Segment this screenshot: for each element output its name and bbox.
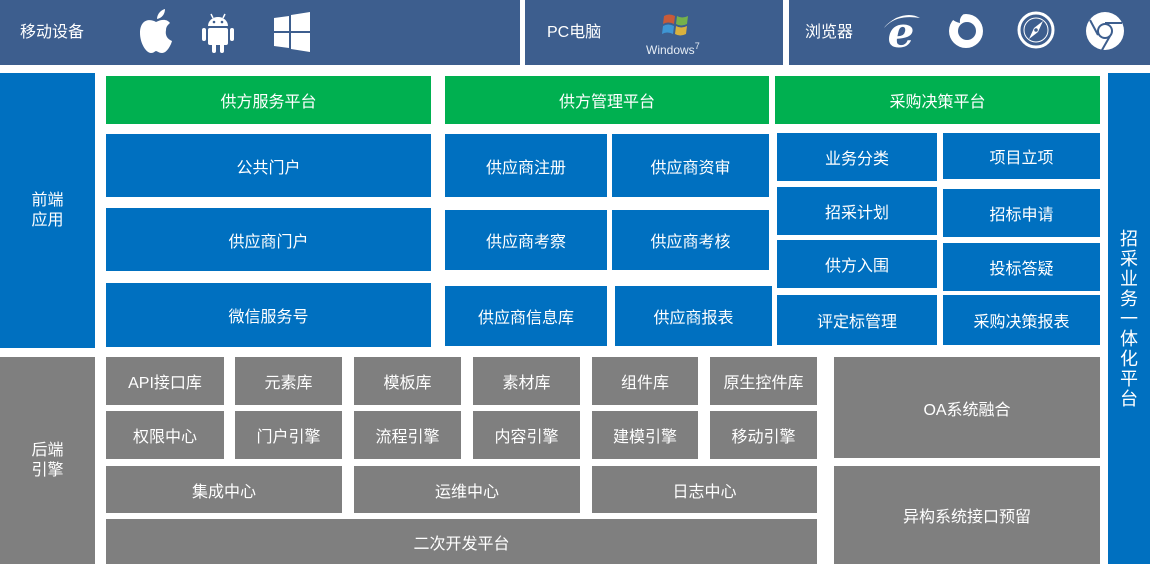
pc-label: PC电脑 bbox=[547, 24, 602, 41]
portal-engine: 门户引擎 bbox=[235, 411, 342, 459]
integration-center: 集成中心 bbox=[106, 466, 342, 513]
integration-char: 体 bbox=[1120, 328, 1138, 349]
mobile-label: 移动设备 bbox=[20, 24, 85, 41]
integration-char: 化 bbox=[1120, 348, 1138, 369]
windows-flag-icon bbox=[662, 14, 688, 36]
top-bar-mobile bbox=[0, 0, 520, 65]
supplier-registration: 供应商注册 bbox=[445, 134, 607, 197]
content-engine: 内容引擎 bbox=[473, 411, 580, 459]
integration-char: 一 bbox=[1120, 308, 1138, 329]
windows-logo-version: 7 bbox=[694, 41, 700, 51]
supplier-qualification: 供应商资审 bbox=[612, 134, 769, 197]
top-bar-pc bbox=[525, 0, 783, 65]
supplier-inspection: 供应商考察 bbox=[445, 210, 607, 270]
integration-char: 招 bbox=[1120, 228, 1138, 249]
bid-evaluation: 评定标管理 bbox=[777, 295, 937, 345]
integration-char: 采 bbox=[1120, 248, 1138, 269]
integration-char: 台 bbox=[1120, 388, 1138, 409]
bid-qa: 投标答疑 bbox=[943, 243, 1100, 291]
firefox-icon bbox=[949, 12, 983, 48]
platform-supplier-service: 供方服务平台 bbox=[106, 76, 431, 124]
public-portal: 公共门户 bbox=[106, 134, 431, 197]
backend-label: 后端 引擎 bbox=[0, 357, 95, 564]
android-icon bbox=[202, 13, 234, 53]
windows7-logo-text: Windows7 bbox=[646, 41, 700, 57]
template-library: 模板库 bbox=[354, 357, 461, 405]
log-center: 日志中心 bbox=[592, 466, 817, 513]
permission-center: 权限中心 bbox=[106, 411, 224, 459]
api-library: API接口库 bbox=[106, 357, 224, 405]
apple-icon bbox=[140, 9, 172, 53]
ops-center: 运维中心 bbox=[354, 466, 580, 513]
supplier-assessment: 供应商考核 bbox=[612, 210, 769, 270]
project-initiation: 项目立项 bbox=[943, 133, 1100, 179]
browser-label: 浏览器 bbox=[805, 24, 854, 41]
windows-logo-word: Windows bbox=[646, 43, 695, 57]
heterogeneous-interface: 异构系统接口预留 bbox=[834, 466, 1100, 564]
business-classification: 业务分类 bbox=[777, 133, 937, 181]
chrome-icon bbox=[1086, 12, 1124, 51]
platform-supplier-management: 供方管理平台 bbox=[445, 76, 769, 124]
element-library: 元素库 bbox=[235, 357, 342, 405]
supplier-info-library: 供应商信息库 bbox=[445, 286, 607, 346]
supplier-portal: 供应商门户 bbox=[106, 208, 431, 271]
platform-procurement-decision: 采购决策平台 bbox=[775, 76, 1100, 124]
integration-char: 业 bbox=[1120, 268, 1138, 289]
secondary-dev-platform: 二次开发平台 bbox=[106, 519, 817, 564]
bid-application: 招标申请 bbox=[943, 189, 1100, 237]
frontend-label: 前端 应用 bbox=[0, 73, 95, 348]
supplier-shortlist: 供方入围 bbox=[777, 240, 937, 288]
component-library: 组件库 bbox=[592, 357, 698, 405]
integration-char: 务 bbox=[1120, 288, 1138, 309]
integration-platform-label: 招 采 业 务 一 体 化 平 台 bbox=[1108, 73, 1150, 564]
integration-char: 平 bbox=[1120, 368, 1138, 389]
wechat-service: 微信服务号 bbox=[106, 283, 431, 347]
procurement-plan: 招采计划 bbox=[777, 187, 937, 235]
windows-icon bbox=[274, 12, 310, 52]
safari-icon bbox=[1017, 11, 1055, 49]
native-control-library: 原生控件库 bbox=[710, 357, 817, 405]
oa-integration: OA系统融合 bbox=[834, 357, 1100, 458]
supplier-reports: 供应商报表 bbox=[615, 286, 772, 346]
asset-library: 素材库 bbox=[473, 357, 580, 405]
workflow-engine: 流程引擎 bbox=[354, 411, 461, 459]
mobile-engine: 移动引擎 bbox=[710, 411, 817, 459]
procurement-decision-reports: 采购决策报表 bbox=[943, 295, 1100, 345]
modeling-engine: 建模引擎 bbox=[592, 411, 698, 459]
ie-icon: e bbox=[884, 10, 920, 52]
